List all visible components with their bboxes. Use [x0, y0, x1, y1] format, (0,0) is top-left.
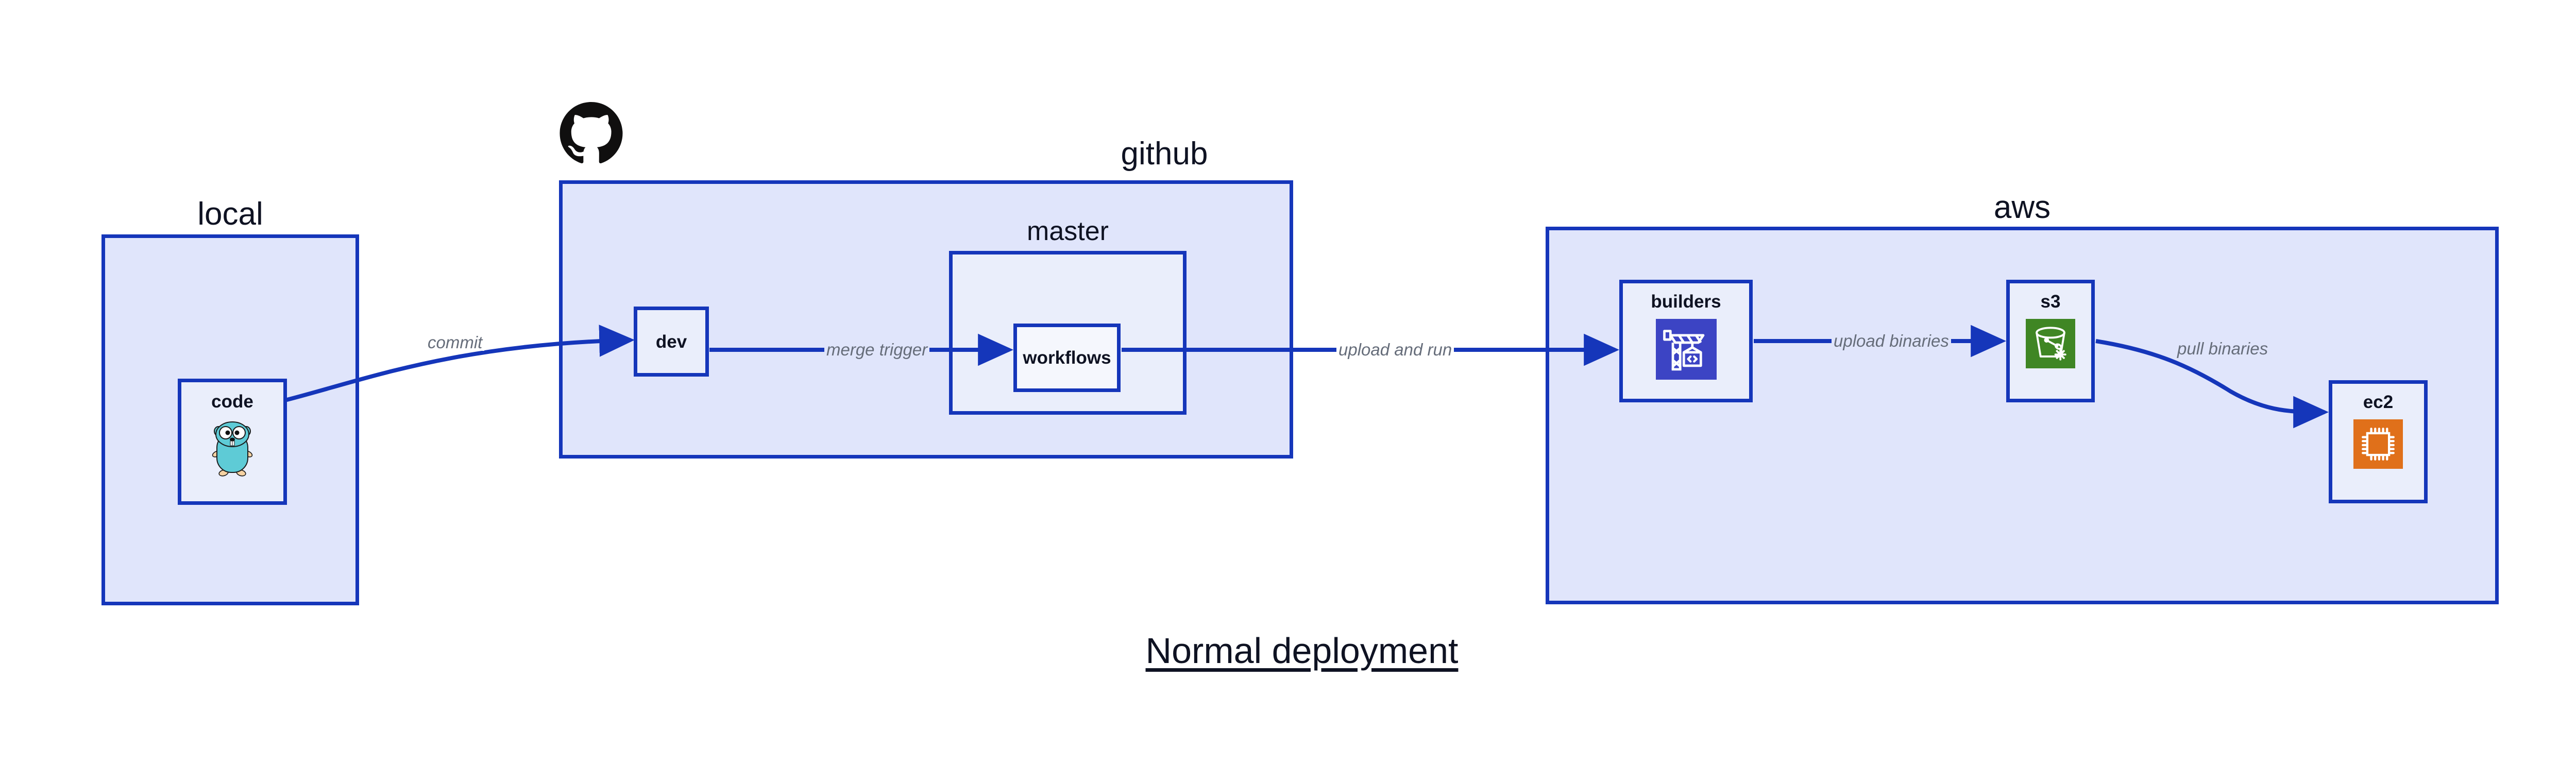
diagram-title: Normal deployment [1145, 631, 1459, 671]
edge-label-upload-binaries: upload binaries [1832, 332, 1951, 349]
node-s3[interactable]: s3 [2006, 280, 2095, 402]
edge-label-upload-and-run: upload and run [1336, 341, 1454, 358]
aws-codebuild-crane-icon [1655, 319, 1717, 382]
node-dev[interactable]: dev [634, 307, 709, 377]
node-label-dev: dev [655, 331, 687, 352]
edge-label-pull-binaries: pull binaries [2175, 340, 2270, 357]
aws-ec2-cpu-chip-icon [2353, 419, 2403, 471]
node-workflows[interactable]: workflows [1013, 324, 1121, 392]
node-label-ec2: ec2 [2363, 392, 2394, 412]
node-code[interactable]: code [178, 379, 287, 505]
node-label-builders: builders [1651, 292, 1721, 312]
edge-label-merge-trigger: merge trigger [824, 341, 930, 358]
node-label-code: code [211, 392, 253, 412]
node-label-s3: s3 [2040, 292, 2061, 312]
github-octocat-logo [559, 102, 623, 167]
node-label-workflows: workflows [1023, 348, 1111, 368]
node-builders[interactable]: builders [1619, 280, 1753, 402]
group-label-local: local [197, 196, 263, 232]
node-ec2[interactable]: ec2 [2329, 380, 2428, 503]
group-label-aws: aws [1993, 190, 2051, 225]
go-gopher-icon [207, 420, 258, 479]
edge-label-commit: commit [426, 334, 485, 351]
aws-s3-bucket-glacier-icon [2026, 319, 2075, 371]
group-label-github: github [1121, 136, 1208, 172]
group-label-master: master [1027, 216, 1109, 246]
